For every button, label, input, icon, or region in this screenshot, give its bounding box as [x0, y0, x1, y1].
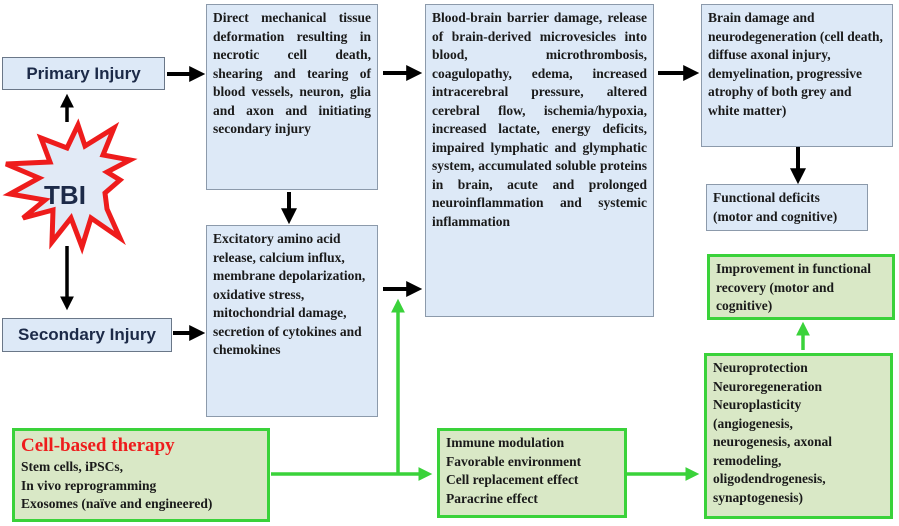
mechanisms-box: Immune modulation Favorable environment …	[437, 428, 627, 518]
tbi-star-icon	[2, 118, 138, 255]
cell-therapy-title: Cell-based therapy	[21, 435, 175, 456]
improvement-text: Improvement in functional recovery (moto…	[716, 261, 872, 313]
mechanical-deformation-text: Direct mechanical tissue deformation res…	[213, 10, 371, 136]
mechanism-item: Paracrine effect	[446, 490, 538, 506]
bbb-damage-box: Blood-brain barrier damage, release of b…	[425, 4, 654, 317]
brain-damage-box: Brain damage and neurodegeneration (cell…	[701, 4, 893, 147]
neuro-item: oligodendrogenesis,	[713, 471, 826, 486]
tbi-label: TBI	[44, 180, 86, 210]
cell-therapy-item: Stem cells, iPSCs,	[21, 459, 123, 474]
mechanism-item: Cell replacement effect	[446, 472, 579, 487]
primary-injury-box: Primary Injury	[2, 57, 165, 90]
functional-deficits-box: Functional deficits (motor and cognitive…	[706, 184, 868, 231]
neuro-item: (angiogenesis,	[713, 415, 793, 431]
improvement-box: Improvement in functional recovery (moto…	[707, 254, 895, 320]
brain-damage-text: Brain damage and neurodegeneration (cell…	[708, 10, 883, 118]
neuro-effects-box: Neuroprotection Neuroregeneration Neurop…	[704, 353, 893, 519]
secondary-injury-box: Secondary Injury	[2, 318, 172, 352]
cell-therapy-box: Cell-based therapy Stem cells, iPSCs, In…	[12, 428, 270, 522]
neuro-item: Neuroplasticity	[713, 397, 802, 412]
secondary-injury-label: Secondary Injury	[18, 325, 156, 344]
cell-therapy-item: Exosomes (naïve and engineered)	[21, 496, 213, 511]
neuro-item: Neuroprotection	[713, 360, 808, 375]
mechanism-item: Favorable environment	[446, 453, 582, 469]
functional-deficits-text: Functional deficits (motor and cognitive…	[713, 190, 838, 224]
mechanism-item: Immune modulation	[446, 435, 565, 450]
excitatory-box: Excitatory amino acid release, calcium i…	[206, 225, 378, 417]
neuro-item: neurogenesis, axonal	[713, 434, 833, 449]
neuro-item: Neuroregeneration	[713, 378, 822, 394]
primary-injury-label: Primary Injury	[26, 63, 141, 83]
bbb-damage-text: Blood-brain barrier damage, release of b…	[432, 10, 647, 229]
mechanical-deformation-box: Direct mechanical tissue deformation res…	[206, 4, 378, 190]
neuro-item: remodeling,	[713, 452, 782, 468]
excitatory-text: Excitatory amino acid release, calcium i…	[213, 231, 366, 357]
cell-therapy-item: In vivo reprogramming	[21, 477, 157, 493]
neuro-item: synaptogenesis)	[713, 489, 804, 505]
